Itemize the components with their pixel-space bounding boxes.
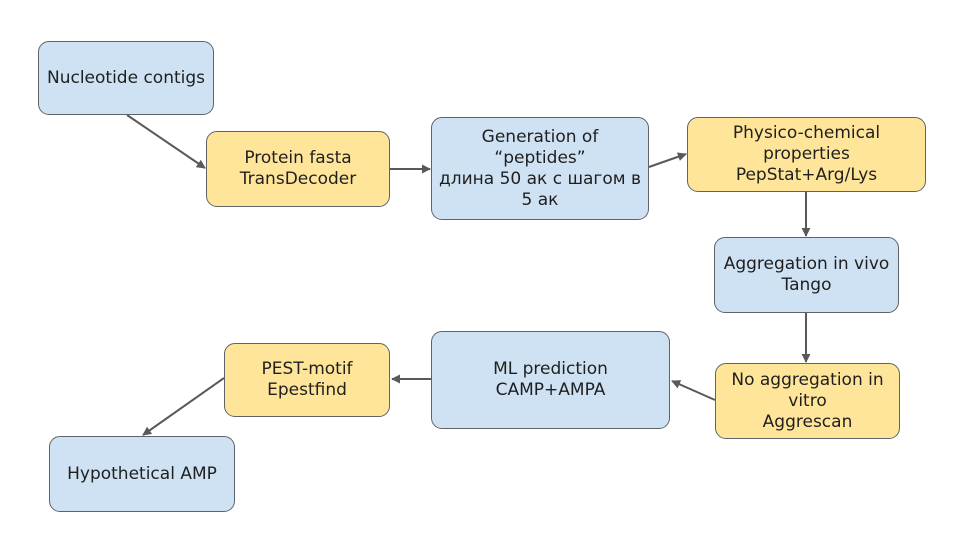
node-generation-of-peptides: Generation of “peptides” длина 50 ак с ш… bbox=[431, 117, 649, 220]
arrow-generation-to-physico bbox=[648, 152, 687, 168]
node-title: Physico-chemical properties bbox=[732, 123, 881, 164]
arrow-pest-to-amp bbox=[142, 377, 225, 436]
arrow-noaggregation-to-ml bbox=[671, 380, 716, 401]
node-description: длина 50 ак с шагом в 5 ак bbox=[438, 168, 642, 210]
node-title: Hypothetical AMP bbox=[67, 463, 217, 484]
node-title: PEST-motif bbox=[261, 359, 353, 379]
node-aggregation-in-vivo: Aggregation in vivo Tango bbox=[714, 237, 899, 313]
node-no-aggregation-in-vitro: No aggregation in vitro Aggrescan bbox=[715, 363, 900, 439]
node-title: No aggregation in vitro bbox=[731, 369, 884, 411]
node-tool: CAMP+AMPA bbox=[495, 380, 606, 400]
node-title: Generation of “peptides” bbox=[481, 126, 599, 168]
node-tool: Epestfind bbox=[267, 380, 347, 400]
arrow-nucleotide-to-protein bbox=[126, 114, 206, 169]
node-physico-chemical-properties: Physico-chemical properties PepStat+Arg/… bbox=[687, 117, 926, 192]
node-tool: Aggrescan bbox=[762, 411, 853, 432]
node-protein-fasta: Protein fasta TransDecoder bbox=[206, 131, 390, 207]
node-title: ML prediction bbox=[493, 359, 608, 379]
node-hypothetical-amp: Hypothetical AMP bbox=[49, 436, 235, 512]
node-title: Protein fasta bbox=[244, 148, 352, 168]
node-pest-motif: PEST-motif Epestfind bbox=[224, 343, 390, 417]
node-tool: Tango bbox=[781, 275, 832, 295]
node-nucleotide-contigs: Nucleotide contigs bbox=[38, 41, 214, 115]
node-tool: TransDecoder bbox=[239, 169, 357, 189]
node-title: Nucleotide contigs bbox=[46, 67, 206, 88]
node-title: Aggregation in vivo bbox=[723, 254, 890, 274]
node-ml-prediction: ML prediction CAMP+AMPA bbox=[431, 331, 670, 429]
node-tool: PepStat+Arg/Lys bbox=[735, 165, 878, 185]
